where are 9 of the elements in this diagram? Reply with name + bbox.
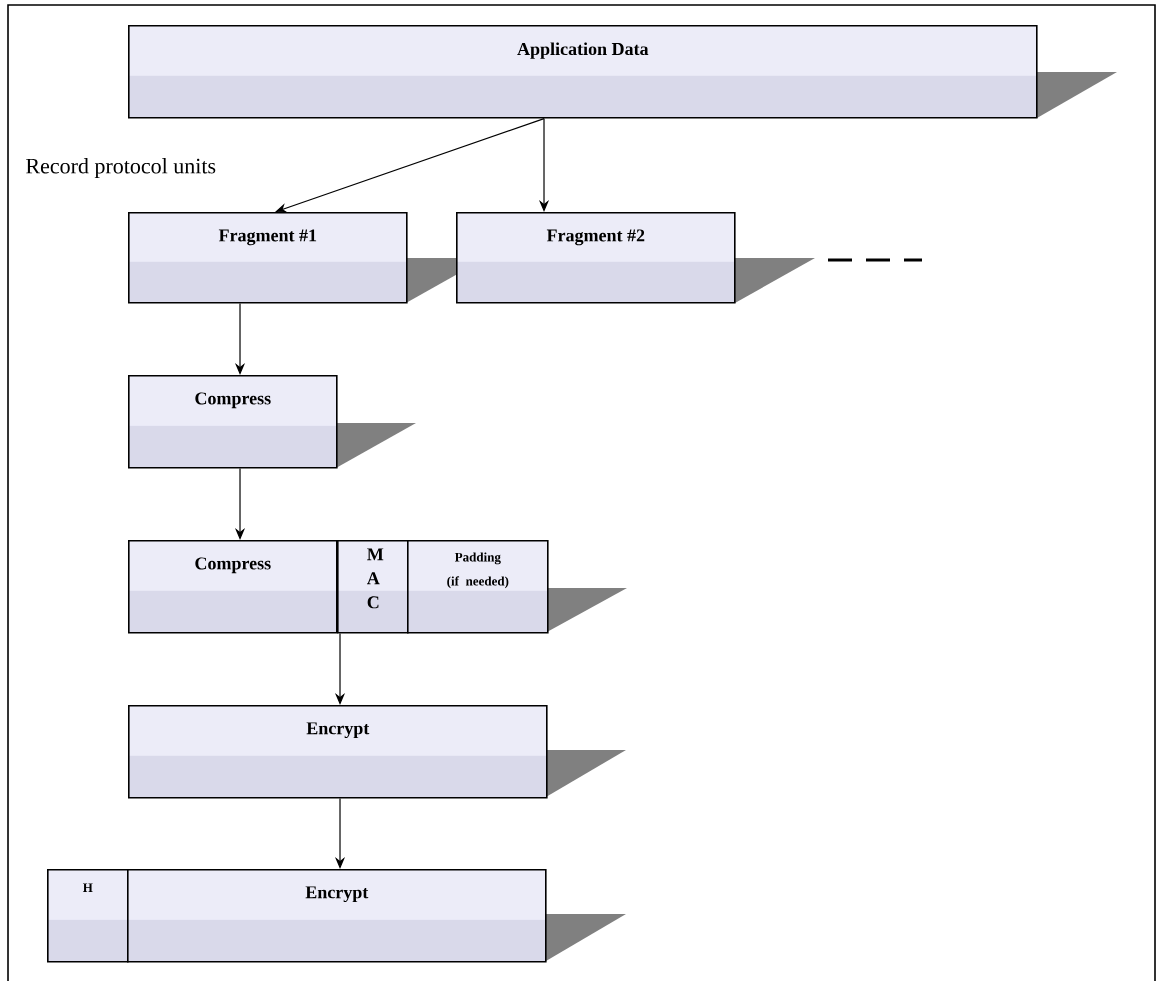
data-box: H [47, 869, 129, 963]
arrow [275, 118, 545, 213]
annotation-text: Record protocol units [26, 158, 216, 178]
data-box: Compress [128, 375, 338, 469]
data-box: Fragment #2 [456, 212, 736, 304]
data-box: M A C [337, 540, 409, 634]
data-box: Encrypt [128, 705, 548, 799]
data-box: Fragment #1 [128, 212, 408, 304]
data-box: Application Data [128, 25, 1038, 119]
